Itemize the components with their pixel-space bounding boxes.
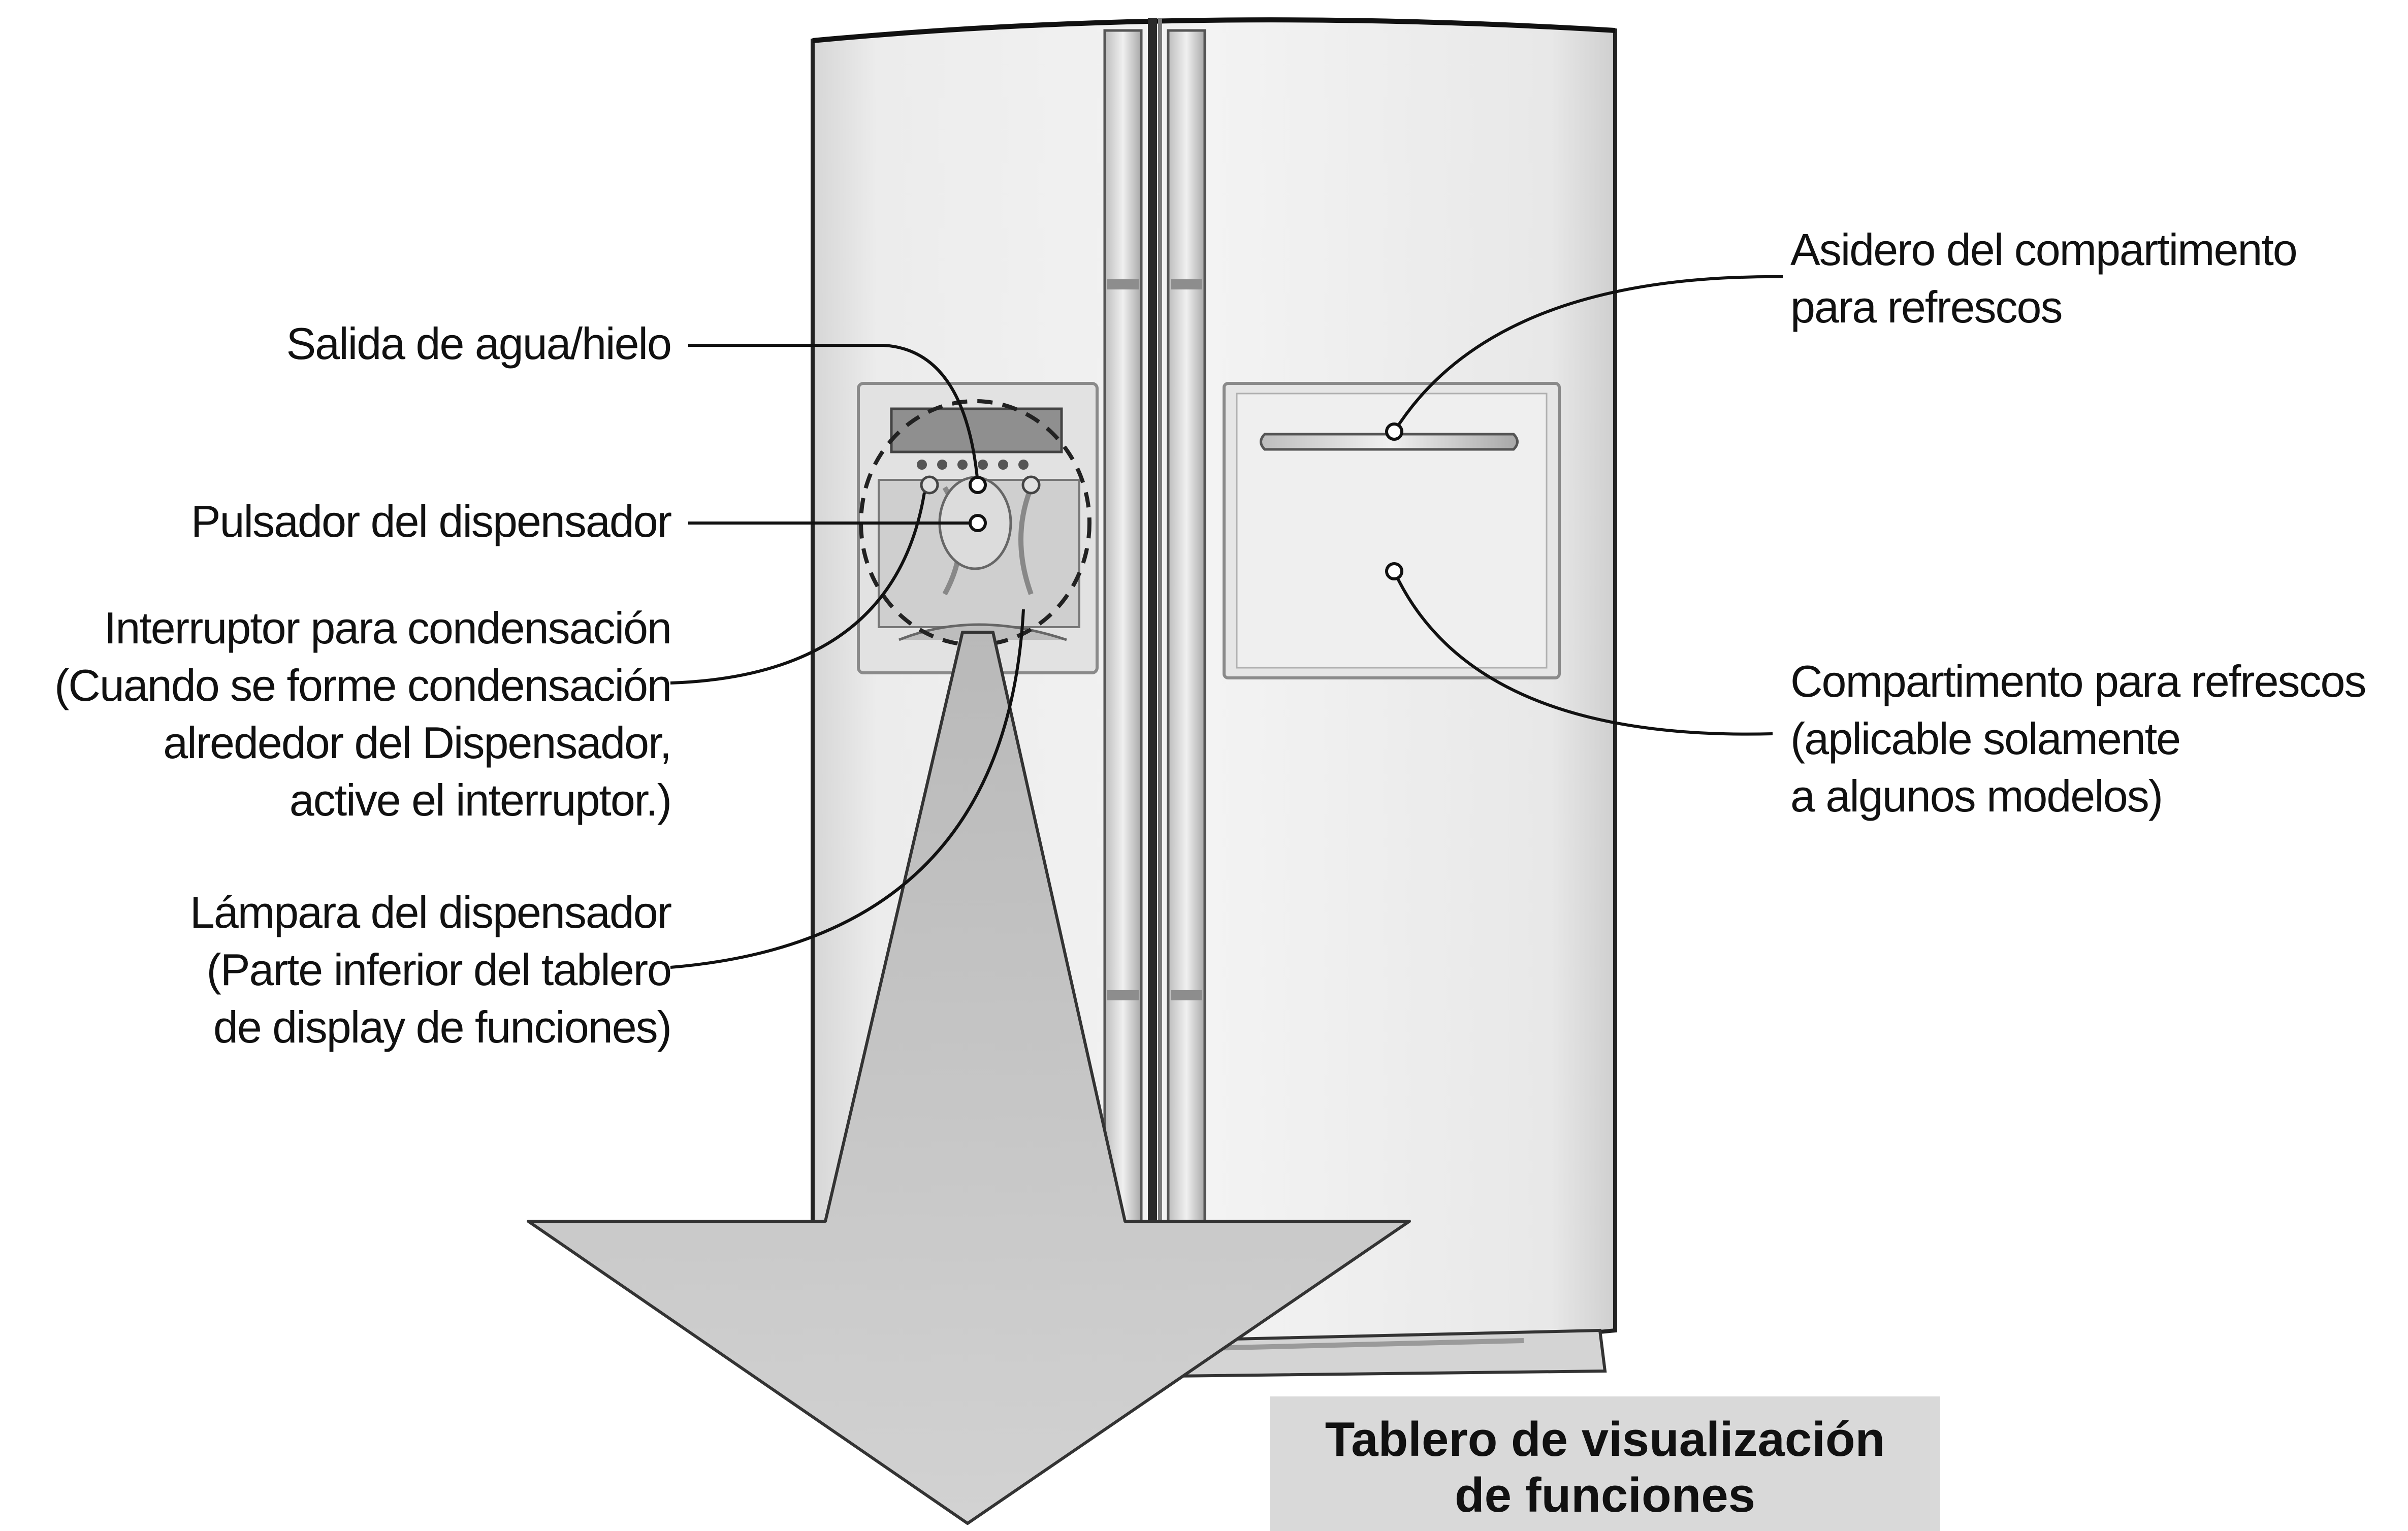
label-line: Pulsador del dispensador: [190, 496, 672, 546]
caption-tablero-visualizacion: Tablero de visualización de funciones: [1270, 1412, 1940, 1523]
label-line: active el interruptor.): [289, 775, 672, 825]
caption-line: de funciones: [1454, 1468, 1756, 1522]
door-seam: [1148, 18, 1162, 1348]
callout-markers: [969, 422, 1403, 580]
down-arrow: [527, 631, 1411, 1525]
label-line: (Parte inferior del tablero: [206, 944, 672, 995]
label-line: (Cuando se forme condensación: [54, 660, 672, 710]
label-lampara-dispensador: Lámpara del dispensador (Parte inferior …: [189, 884, 672, 1056]
label-line: para refrescos: [1790, 282, 2063, 332]
caption-background: [1270, 1396, 1940, 1531]
right-door-handle: [1167, 29, 1206, 1312]
refreshment-compartment: [1223, 382, 1561, 679]
label-line: a algunos modelos): [1790, 771, 2163, 821]
label-salida-agua-hielo: Salida de agua/hielo: [286, 315, 672, 372]
label-interruptor-condensacion: Interruptor para condensación (Cuando se…: [54, 599, 672, 829]
label-compartimento-refrescos: Compartimento para refrescos (aplicable …: [1790, 653, 2366, 825]
label-pulsador-dispensador: Pulsador del dispensador: [190, 493, 672, 550]
label-line: Lámpara del dispensador: [189, 887, 672, 937]
leader-lines: [670, 275, 1783, 969]
label-line: alrededor del Dispensador,: [163, 718, 672, 768]
label-line: Compartimento para refrescos: [1790, 656, 2366, 706]
label-line: Salida de agua/hielo: [286, 318, 672, 369]
label-asidero-compartimento: Asidero del compartimento para refrescos: [1790, 221, 2298, 336]
label-line: Asidero del compartimento: [1790, 224, 2298, 275]
label-line: (aplicable solamente: [1790, 713, 2181, 764]
label-line: Interruptor para condensación: [104, 603, 672, 653]
caption-line: Tablero de visualización: [1325, 1412, 1885, 1467]
label-line: de display de funciones): [213, 1002, 672, 1052]
left-door-handle: [1103, 29, 1143, 1312]
